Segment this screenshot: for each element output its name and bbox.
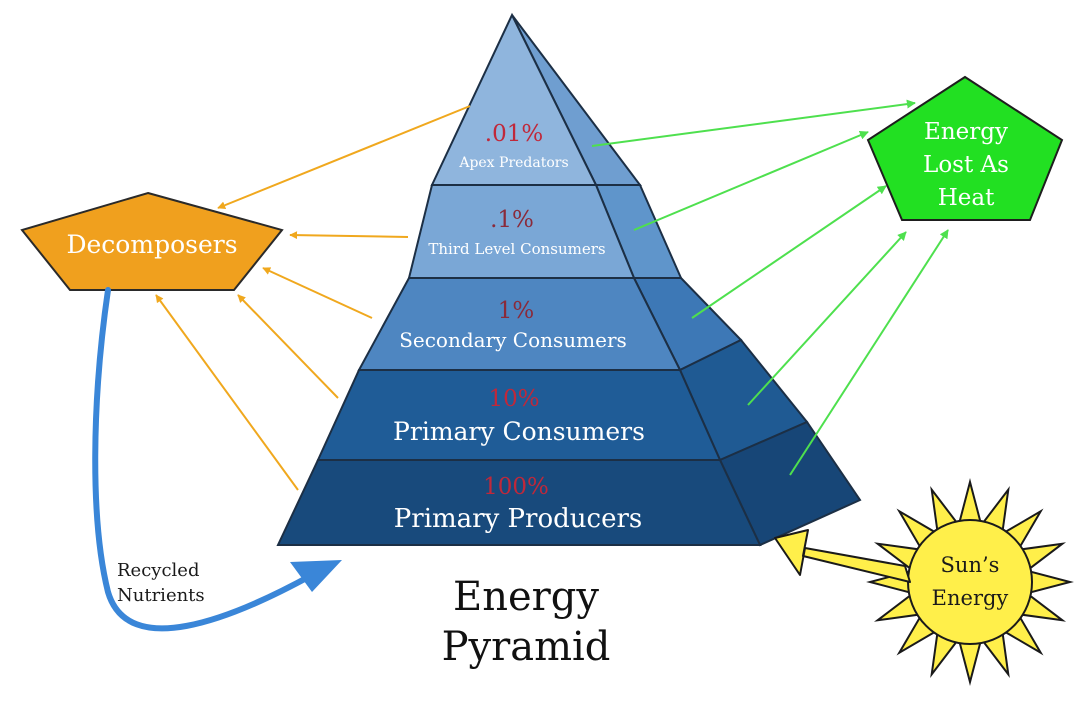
recycled-nutrients-arrow bbox=[92, 287, 342, 632]
tier-5-percent: 100% bbox=[483, 474, 549, 500]
decomposers-label: Decomposers bbox=[66, 230, 237, 259]
sun-disc bbox=[907, 519, 1033, 645]
arrow-heat-2 bbox=[633, 130, 869, 231]
arrow-heat-1 bbox=[591, 99, 916, 147]
tier-2-label: Third Level Consumers bbox=[428, 240, 605, 258]
decomposers-pentagon bbox=[20, 191, 284, 291]
pyramid-front bbox=[276, 12, 762, 546]
tier-4-percent: 10% bbox=[488, 386, 539, 412]
title-line-1: Energy bbox=[453, 574, 599, 620]
green-arrows bbox=[591, 99, 949, 476]
sun-line-2: Energy bbox=[932, 586, 1009, 610]
orange-arrows bbox=[155, 105, 471, 491]
tier-2-percent: .1% bbox=[490, 207, 534, 233]
sun-line-1: Sun’s bbox=[941, 553, 1000, 577]
arrow-secondary-to-decomposers bbox=[262, 267, 373, 319]
heat-line-2: Lost As bbox=[923, 152, 1009, 178]
tier-5-label: Primary Producers bbox=[394, 504, 642, 534]
arrow-primary-consumers-to-decomposers bbox=[237, 294, 339, 399]
heat-line-1: Energy bbox=[924, 119, 1008, 145]
recycled-line-2: Nutrients bbox=[117, 585, 205, 606]
tier-1-label: Apex Predators bbox=[458, 155, 568, 171]
arrow-producers-to-decomposers bbox=[155, 294, 299, 491]
decomposers-node: Decomposers bbox=[20, 191, 284, 291]
tier-3-percent: 1% bbox=[498, 298, 535, 324]
arrow-apex-to-decomposers bbox=[217, 105, 471, 210]
arrow-heat-5 bbox=[789, 229, 949, 476]
heat-pentagon bbox=[866, 75, 1064, 221]
tier-4-label: Primary Consumers bbox=[393, 417, 645, 446]
tier-secondary-consumers bbox=[357, 277, 682, 371]
arrow-heat-3 bbox=[691, 185, 887, 319]
title-line-2: Pyramid bbox=[442, 624, 611, 670]
heat-node: Energy Lost As Heat bbox=[866, 75, 1064, 221]
heat-line-3: Heat bbox=[938, 185, 995, 211]
tier-3-label: Secondary Consumers bbox=[399, 328, 627, 352]
pyramid-side bbox=[511, 14, 862, 547]
tier-1-percent: .01% bbox=[485, 121, 543, 147]
sun-node: Sun’s Energy bbox=[866, 478, 1074, 686]
recycled-line-1: Recycled bbox=[117, 560, 199, 581]
tier-primary-producers bbox=[276, 459, 762, 546]
arrow-heat-4 bbox=[747, 231, 907, 406]
sun-energy-arrow bbox=[774, 529, 911, 583]
tier-primary-consumers bbox=[316, 369, 722, 461]
arrow-third-to-decomposers bbox=[289, 231, 409, 240]
